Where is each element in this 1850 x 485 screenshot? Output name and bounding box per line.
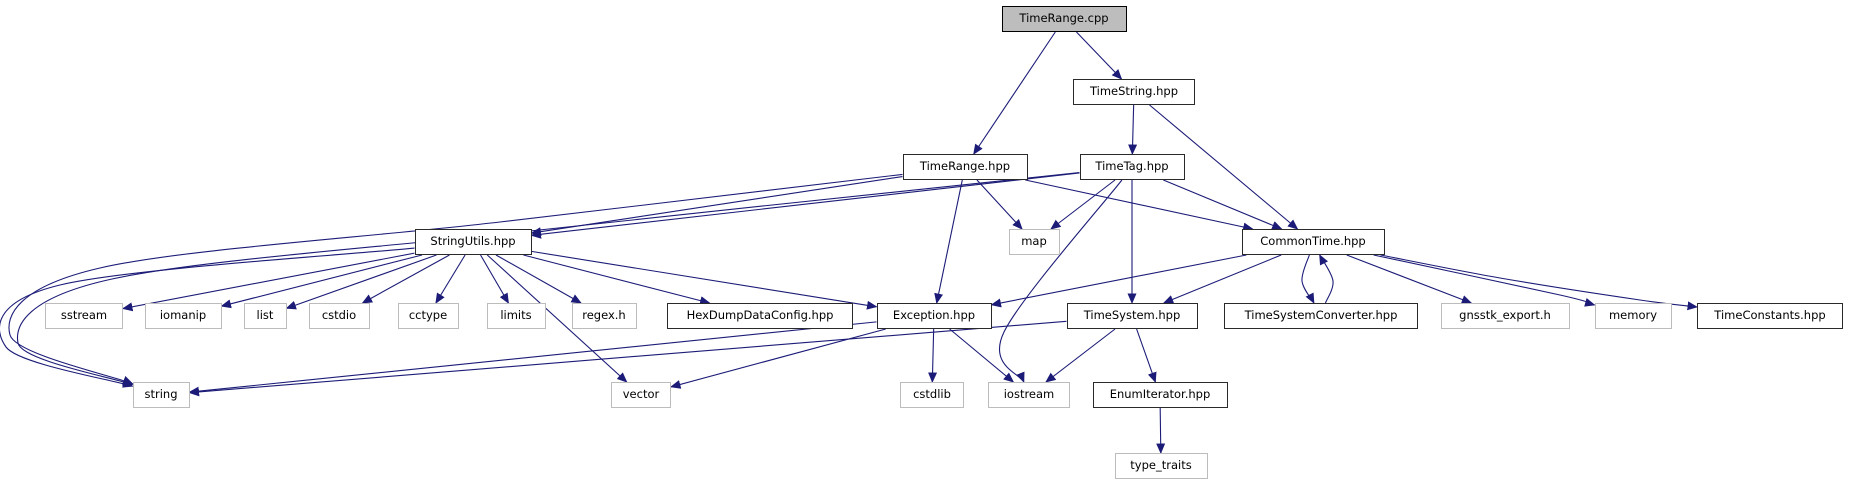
edge-commontime-hpp-to-timesystemconverter-hpp (1301, 254, 1315, 304)
edge-commontime-hpp-to-exception-hpp (990, 254, 1247, 308)
edge-exception-hpp-to-string (188, 321, 877, 396)
edge-timesystemconverter-hpp-to-commontime-hpp (1319, 254, 1334, 304)
edge-timestring-hpp-to-timetag-hpp (1128, 104, 1138, 155)
edge-stringutils-hpp-to-sstream (122, 252, 415, 312)
edge-stringutils-hpp-to-list (285, 254, 437, 310)
node-cctype: cctype (397, 303, 459, 329)
node-gnsstk-export-h: gnsstk_export.h (1440, 303, 1570, 329)
edge-exception-hpp-to-cstdlib (928, 328, 938, 383)
edge-stringutils-hpp-to-limits (480, 254, 509, 304)
node-cstdlib: cstdlib (900, 382, 964, 408)
edge-commontime-hpp-to-timeconstants-hpp (1380, 254, 1698, 311)
edge-timestring-hpp-to-commontime-hpp (1149, 104, 1299, 230)
edge-timesystem-hpp-to-string (188, 320, 1067, 397)
edge-timetag-hpp-to-stringutils-hpp (530, 172, 1080, 239)
edge-stringutils-hpp-to-iomanip (220, 254, 423, 309)
edge-timerange-hpp-to-string (8, 173, 903, 385)
node-timerange-hpp[interactable]: TimeRange.hpp (902, 154, 1028, 180)
edge-timerange-hpp-to-commontime-hpp (1025, 179, 1254, 232)
node-iomanip: iomanip (144, 303, 222, 329)
edge-exception-hpp-to-vector (670, 328, 886, 389)
node-regex-h: regex.h (571, 303, 637, 329)
node-timeconstants-hpp[interactable]: TimeConstants.hpp (1697, 303, 1843, 329)
node-timerange-cpp: TimeRange.cpp (1001, 6, 1127, 32)
node-enumiterator-hpp[interactable]: EnumIterator.hpp (1092, 382, 1228, 408)
edge-timesystem-hpp-to-enumiterator-hpp (1136, 328, 1157, 383)
edge-stringutils-hpp-to-hexdumpdataconfig-hpp (523, 254, 711, 305)
edge-stringutils-hpp-to-string (0, 247, 415, 388)
edge-timetag-hpp-to-string (16, 172, 1080, 386)
edge-timesystem-hpp-to-iostream (1045, 328, 1116, 383)
edge-stringutils-hpp-to-cctype (435, 254, 466, 304)
node-timestring-hpp[interactable]: TimeString.hpp (1073, 79, 1195, 105)
edge-commontime-hpp-to-timesystem-hpp (1162, 254, 1282, 304)
node-vector: vector (611, 382, 671, 408)
node-string: string (132, 382, 190, 408)
node-stringutils-hpp[interactable]: StringUtils.hpp (414, 229, 532, 255)
edge-timerange-hpp-to-exception-hpp (934, 179, 963, 304)
node-iostream: iostream (988, 382, 1070, 408)
edge-stringutils-hpp-to-exception-hpp (531, 250, 878, 310)
edge-stringutils-hpp-to-regex-h (495, 254, 582, 304)
edge-timerange-cpp-to-timerange-hpp (973, 31, 1056, 155)
node-sstream: sstream (45, 303, 123, 329)
node-cstdio: cstdio (308, 303, 370, 329)
node-timetag-hpp[interactable]: TimeTag.hpp (1079, 154, 1185, 180)
edge-timetag-hpp-to-commontime-hpp (1163, 179, 1283, 230)
edge-exception-hpp-to-iostream (949, 328, 1015, 383)
edge-timetag-hpp-to-iostream (998, 179, 1123, 383)
node-commontime-hpp[interactable]: CommonTime.hpp (1241, 229, 1385, 255)
edge-commontime-hpp-to-memory (1373, 254, 1596, 307)
edge-stringutils-hpp-to-cstdio (361, 254, 450, 304)
edge-timerange-cpp-to-timestring-hpp (1076, 31, 1123, 80)
node-limits: limits (486, 303, 546, 329)
node-exception-hpp[interactable]: Exception.hpp (876, 303, 992, 329)
node-timesystemconverter-hpp[interactable]: TimeSystemConverter.hpp (1224, 303, 1418, 329)
node-type-traits: type_traits (1114, 453, 1208, 479)
edge-enumiterator-hpp-to-type-traits (1156, 407, 1166, 454)
edge-timetag-hpp-to-map (1050, 179, 1116, 230)
edge-commontime-hpp-to-gnsstk-export-h (1346, 254, 1473, 304)
node-hexdumpdataconfig-hpp[interactable]: HexDumpDataConfig.hpp (667, 303, 853, 329)
edge-stringutils-hpp-to-vector (486, 254, 628, 383)
node-list: list (243, 303, 287, 329)
node-timesystem-hpp[interactable]: TimeSystem.hpp (1066, 303, 1198, 329)
node-memory: memory (1594, 303, 1672, 329)
edge-timerange-hpp-to-map (976, 179, 1023, 230)
node-map: map (1008, 229, 1060, 255)
